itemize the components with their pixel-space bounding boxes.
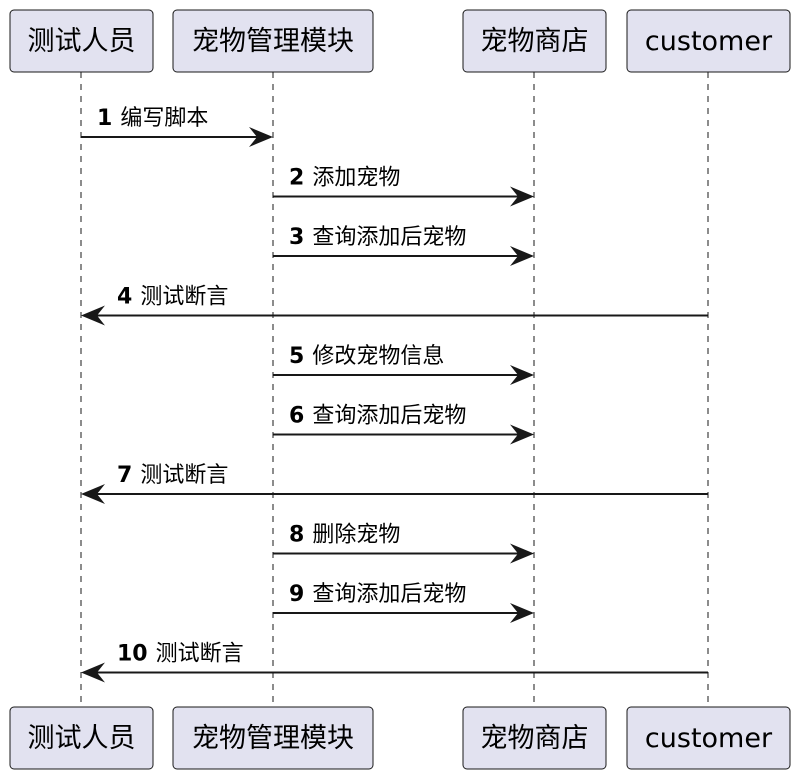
participant-pet_store-top: 宠物商店 — [462, 9, 607, 73]
message-text: 测试断言 — [140, 285, 228, 310]
participant-label: 测试人员 — [28, 26, 136, 57]
participant-label: customer — [645, 26, 773, 57]
message-2: 2 添加宠物 — [273, 166, 534, 207]
participant-box — [172, 706, 374, 770]
message-number: 3 — [289, 225, 304, 250]
message-text: 删除宠物 — [312, 523, 400, 548]
lifelines — [80, 72, 709, 707]
arrowhead-icon — [510, 365, 534, 385]
message-label: 6 查询添加后宠物 — [289, 404, 466, 429]
participant-box — [462, 706, 607, 770]
arrowhead-icon — [81, 662, 105, 683]
message-label: 3 查询添加后宠物 — [289, 225, 466, 250]
message-5: 5 修改宠物信息 — [273, 344, 534, 385]
message-label: 10 测试断言 — [117, 642, 244, 667]
participant-customer-bottom: customer — [626, 706, 791, 770]
participant-label: 宠物管理模块 — [192, 26, 354, 57]
participants-bottom: 测试人员 宠物管理模块 宠物商店 customer — [9, 706, 791, 770]
message-text: 测试断言 — [140, 463, 228, 488]
message-7: 7 测试断言 — [81, 463, 708, 504]
message-number: 7 — [117, 463, 132, 488]
participant-pet_module-bottom: 宠物管理模块 — [172, 706, 374, 770]
message-number: 2 — [289, 166, 304, 191]
message-label: 5 修改宠物信息 — [289, 344, 444, 369]
message-label: 1 编写脚本 — [97, 106, 208, 131]
message-9: 9 查询添加后宠物 — [273, 582, 534, 623]
message-1: 1 编写脚本 — [81, 106, 273, 147]
participant-box — [172, 9, 374, 73]
message-number: 10 — [117, 642, 148, 667]
message-6: 6 查询添加后宠物 — [273, 404, 534, 445]
message-label: 2 添加宠物 — [289, 166, 400, 191]
message-text: 编写脚本 — [120, 106, 208, 131]
message-text: 查询添加后宠物 — [312, 225, 466, 250]
participant-label: 宠物商店 — [481, 723, 589, 754]
participant-box — [626, 706, 791, 770]
message-text: 查询添加后宠物 — [312, 404, 466, 429]
message-text: 测试断言 — [156, 642, 244, 667]
participant-pet_store-bottom: 宠物商店 — [462, 706, 607, 770]
participant-customer-top: customer — [626, 9, 791, 73]
participant-box — [626, 9, 791, 73]
message-number: 1 — [97, 106, 112, 131]
arrowhead-icon — [510, 424, 534, 445]
participant-box — [9, 9, 154, 73]
message-label: 8 删除宠物 — [289, 523, 400, 548]
participant-box — [462, 9, 607, 73]
message-label: 4 测试断言 — [117, 285, 228, 310]
message-4: 4 测试断言 — [81, 285, 708, 326]
participant-tester-bottom: 测试人员 — [9, 706, 154, 770]
arrowhead-icon — [81, 305, 105, 326]
arrowhead-icon — [510, 603, 534, 623]
participant-label: customer — [645, 723, 773, 754]
message-number: 9 — [289, 582, 304, 607]
participant-label: 宠物管理模块 — [192, 723, 354, 754]
participant-label: 测试人员 — [28, 723, 136, 754]
message-text: 查询添加后宠物 — [312, 582, 466, 607]
participant-box — [9, 706, 154, 770]
participant-tester-top: 测试人员 — [9, 9, 154, 73]
participant-pet_module-top: 宠物管理模块 — [172, 9, 374, 73]
participants-top: 测试人员 宠物管理模块 宠物商店 customer — [9, 9, 791, 73]
message-8: 8 删除宠物 — [273, 523, 534, 564]
arrowhead-icon — [510, 543, 534, 564]
message-text: 修改宠物信息 — [312, 344, 444, 369]
message-label: 9 查询添加后宠物 — [289, 582, 466, 607]
message-number: 5 — [289, 344, 304, 369]
message-label: 7 测试断言 — [117, 463, 228, 488]
arrowhead-icon — [81, 484, 105, 504]
message-number: 8 — [289, 523, 304, 548]
arrowhead-icon — [249, 127, 273, 147]
message-number: 4 — [117, 285, 132, 310]
arrowhead-icon — [510, 186, 534, 207]
arrowhead-icon — [510, 246, 534, 266]
message-10: 10 测试断言 — [81, 642, 708, 683]
message-text: 添加宠物 — [312, 166, 400, 191]
message-3: 3 查询添加后宠物 — [273, 225, 534, 266]
message-number: 6 — [289, 404, 304, 429]
participant-label: 宠物商店 — [481, 26, 589, 57]
